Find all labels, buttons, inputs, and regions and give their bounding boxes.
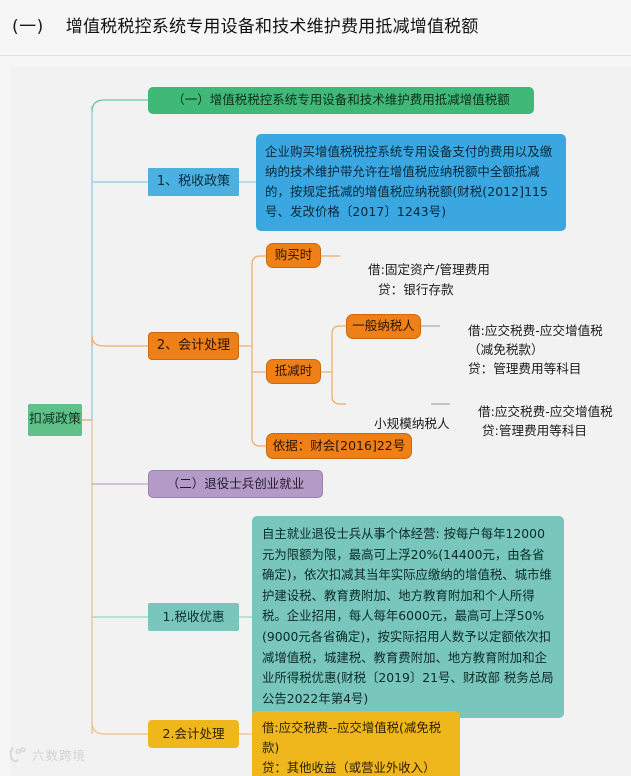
- entry-text: 借:应交税费--应交增值税(减免税款): [262, 720, 442, 756]
- page-header: (一) 增值税税控系统专用设备和技术维护费用抵减增值税额: [0, 0, 631, 56]
- entry-text: 贷：银行存款: [378, 282, 454, 298]
- node-legal-basis[interactable]: 依据：财会[2016]22号: [266, 433, 412, 459]
- branch-label: 1、税收政策: [156, 173, 231, 189]
- tax-policy-detail-box: 企业购买增值税税控系统专用设备支付的费用以及缴纳的技术维护带允许在增值税应纳税额…: [256, 134, 566, 232]
- branch-node-veteran-employment[interactable]: （二）退役士兵创业就业: [148, 470, 323, 498]
- entry-text: 贷：管理费用等科目: [468, 361, 582, 377]
- header-divider: [0, 55, 631, 56]
- node-label: 小规模纳税人: [374, 416, 450, 432]
- node-small-taxpayer[interactable]: 小规模纳税人: [350, 394, 450, 455]
- node-label: 依据：财会[2016]22号: [272, 437, 406, 453]
- entry-text: 借:应交税费-应交增值税: [478, 404, 613, 420]
- node-label: 一般纳税人: [352, 318, 415, 334]
- node-purchase-time[interactable]: 购买时: [266, 243, 321, 268]
- section-number: (一): [12, 17, 44, 37]
- connector-lines: [82, 99, 450, 735]
- entry-text: （减免税款）: [468, 342, 544, 358]
- node-label: 抵减时: [274, 363, 313, 379]
- general-taxpayer-entry-credit: 贷：管理费用等科目: [444, 339, 581, 400]
- branch-node-tax-policy[interactable]: 1、税收政策: [148, 168, 239, 196]
- small-taxpayer-entry-debit: 借:应交税费-应交增值税: [454, 382, 613, 443]
- accounting-treatment-box: 借:应交税费--应交增值税(减免税款) 贷：其他收益（或营业外收入）: [252, 711, 460, 776]
- entry-text: 贷：其他收益（或营业外收入）: [262, 760, 436, 776]
- general-taxpayer-entry-note: （减免税款）: [444, 320, 544, 381]
- purchase-entry-credit: 贷：银行存款: [354, 260, 454, 321]
- small-taxpayer-entry-credit: 贷:管理费用等科目: [458, 401, 587, 462]
- root-label: 扣减政策: [28, 411, 81, 427]
- entry-text: 借:应交税费-应交增值税: [468, 323, 603, 339]
- entry-text: 贷:管理费用等科目: [482, 423, 588, 439]
- watermark: 六数跨境: [8, 745, 86, 764]
- watermark-text: 六数跨境: [32, 748, 87, 763]
- node-general-taxpayer[interactable]: 一般纳税人: [346, 314, 421, 339]
- tax-policy-detail-text: 企业购买增值税税控系统专用设备支付的费用以及缴纳的技术维护带允许在增值税应纳税额…: [265, 144, 553, 220]
- branch-label: 2.会计处理: [162, 725, 225, 741]
- node-label: 购买时: [274, 247, 313, 263]
- branch-node-tax-incentive[interactable]: 1.税收优惠: [148, 603, 239, 631]
- entry-text: 借:固定资产/管理费用: [368, 262, 490, 278]
- branch-node-accounting[interactable]: 2、会计处理: [148, 332, 239, 360]
- node-deduction-time[interactable]: 抵减时: [266, 359, 321, 384]
- general-taxpayer-entry-debit: 借:应交税费-应交增值税: [444, 301, 603, 362]
- tax-incentive-detail-text: 自主就业退役士兵从事个体经营: 按每户每年12000元为限额为限，最高可上浮20…: [262, 526, 554, 706]
- page-title: 增值税税控系统专用设备和技术维护费用抵减增值税额: [65, 17, 479, 37]
- page-title-row: (一) 增值税税控系统专用设备和技术维护费用抵减增值税额: [12, 12, 479, 37]
- branch-label: （二）退役士兵创业就业: [166, 475, 305, 491]
- purchase-entry-debit: 借:固定资产/管理费用: [344, 240, 490, 301]
- mindmap-root-node[interactable]: 扣减政策: [28, 404, 82, 436]
- branch-label: （一）增值税税控系统专用设备和技术维护费用抵减增值税额: [172, 92, 510, 108]
- mindmap-canvas: 扣减政策 （一）增值税税控系统专用设备和技术维护费用抵减增值税额 1、税收政策 …: [10, 66, 631, 776]
- tax-incentive-detail-box: 自主就业退役士兵从事个体经营: 按每户每年12000元为限额为限，最高可上浮20…: [252, 516, 564, 719]
- branch-node-accounting-treatment[interactable]: 2.会计处理: [148, 720, 239, 748]
- brand-logo-icon: [8, 745, 27, 764]
- branch-label: 1.税收优惠: [162, 608, 225, 624]
- branch-node-section-one[interactable]: （一）增值税税控系统专用设备和技术维护费用抵减增值税额: [148, 87, 534, 114]
- branch-label: 2、会计处理: [156, 337, 231, 353]
